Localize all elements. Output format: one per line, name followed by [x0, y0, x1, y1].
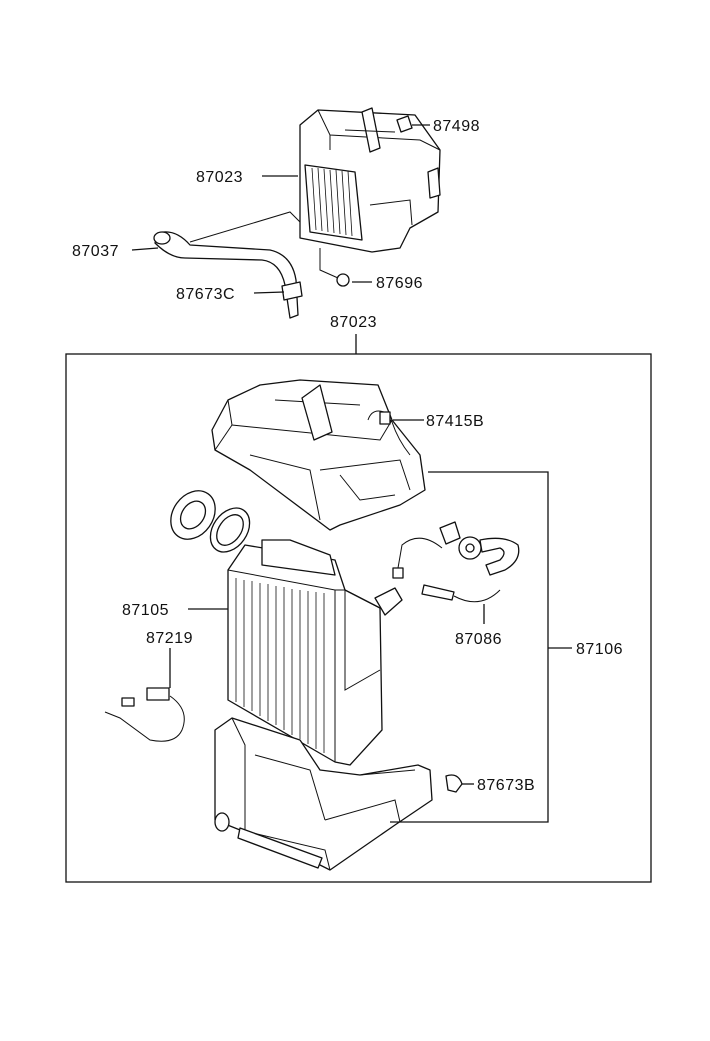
label-87037: 87037 — [72, 243, 119, 260]
top-core-fins — [311, 167, 353, 237]
thermistor-connector-icon — [146, 687, 170, 701]
evaporator-core — [227, 539, 403, 766]
label-87023-top: 87023 — [196, 169, 243, 186]
label-87105: 87105 — [122, 602, 169, 619]
label-87673c: 87673C — [176, 286, 235, 303]
upper-case — [211, 379, 426, 531]
label-87219: 87219 — [146, 630, 193, 647]
label-87415b: 87415B — [426, 413, 484, 430]
thermistor-87219 — [104, 687, 185, 742]
drain-hose-icon — [154, 231, 299, 319]
evaporator-assembly-top — [153, 107, 441, 319]
core-fins — [235, 578, 325, 753]
o-rings — [170, 490, 251, 553]
nut-87696-icon — [336, 273, 350, 287]
lower-case — [214, 717, 433, 871]
label-87086: 87086 — [455, 631, 502, 648]
label-87106: 87106 — [576, 641, 623, 658]
label-87696: 87696 — [376, 275, 423, 292]
label-87673b: 87673B — [477, 777, 535, 794]
clip-87673b-icon — [445, 774, 463, 793]
sensor-87415b-icon — [379, 411, 391, 425]
label-87498: 87498 — [433, 118, 480, 135]
bolt-87498-icon — [396, 115, 413, 133]
exploded-view-frame — [65, 353, 652, 883]
hose-clamp-c-icon — [281, 281, 303, 301]
expansion-valve — [392, 521, 520, 603]
label-87023-box: 87023 — [330, 314, 377, 331]
sensor-wire-87415b — [367, 410, 411, 456]
